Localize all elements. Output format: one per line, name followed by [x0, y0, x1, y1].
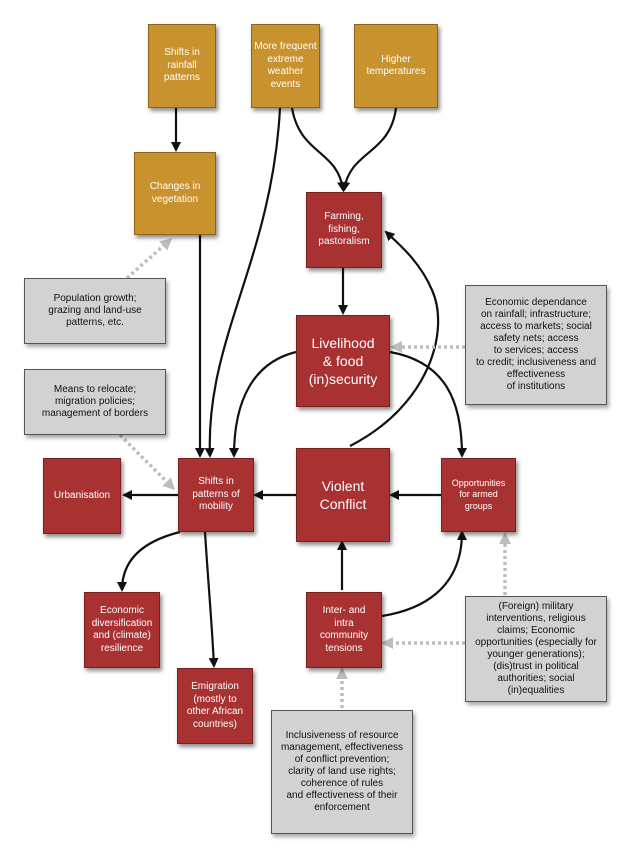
arrow-mobility-to-emigration	[203, 531, 219, 668]
dotted-population-to-vegetation	[125, 238, 173, 280]
node-economic-diversification: Economic diversification and (climate) r…	[84, 592, 160, 668]
arrow-temperatures-to-farming	[340, 107, 398, 192]
node-changes-in-vegetation: Changes in vegetation	[134, 152, 216, 235]
arrow-extreme-weather-to-farming	[290, 107, 347, 192]
arrow-conflict-to-farming	[349, 230, 440, 447]
arrow-tensions-to-armed-groups	[381, 530, 467, 618]
factor-foreign-military: (Foreign) military interventions, religi…	[465, 596, 607, 702]
node-rainfall-patterns: Shifts in rainfall patterns	[148, 24, 216, 108]
node-extreme-weather: More frequent extreme weather events	[251, 24, 320, 108]
node-community-tensions: Inter- and intra community tensions	[306, 592, 382, 668]
factor-means-to-relocate: Means to relocate; migration policies; m…	[24, 369, 166, 435]
factor-population-growth: Population growth; grazing and land-use …	[24, 278, 166, 344]
arrow-mobility-to-economic-diversification	[117, 530, 181, 592]
node-emigration: Emigration (mostly to other African coun…	[177, 668, 253, 744]
factor-economic-dependance: Economic dependance on rainfall; infrast…	[465, 285, 607, 405]
node-shifts-in-mobility: Shifts in patterns of mobility	[178, 458, 254, 532]
node-violent-conflict: Violent Conflict	[296, 448, 390, 542]
node-urbanisation: Urbanisation	[43, 458, 121, 534]
node-livelihood: Livelihood & food (in)security	[296, 315, 390, 407]
node-armed-groups: Opportunities for armed groups	[441, 458, 516, 532]
factor-inclusiveness: Inclusiveness of resource management, ef…	[271, 710, 413, 834]
node-farming: Farming, fishing, pastoralism	[306, 192, 382, 268]
arrow-livelihood-to-mobility	[229, 350, 297, 458]
arrow-extreme-weather-to-mobility	[204, 107, 282, 458]
node-higher-temperatures: Higher temperatures	[354, 24, 438, 108]
arrow-livelihood-to-armed-groups	[389, 350, 467, 458]
dotted-relocate-to-mobility	[118, 433, 176, 491]
